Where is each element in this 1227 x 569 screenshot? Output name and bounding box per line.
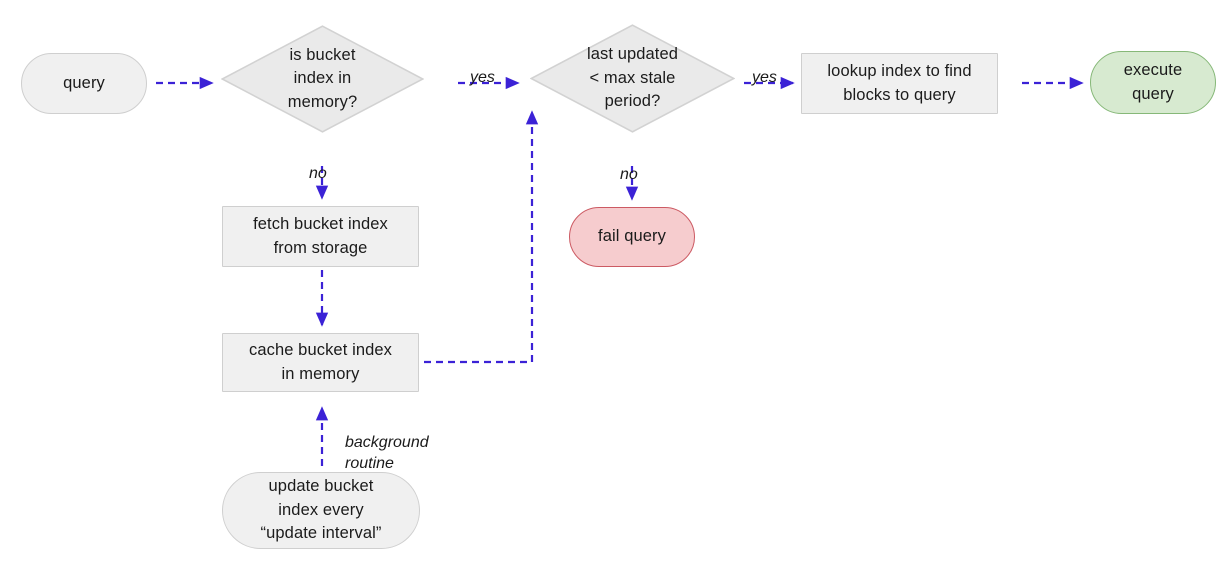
node-is-bucket-index-in-memory-label: is bucket index in memory? [287,45,358,111]
node-query[interactable]: query [21,53,147,114]
diamond-shape [530,24,735,133]
node-lookup-index-label: lookup index to find blocks to query [827,62,972,104]
edge-label-background-routine-text: background routine [345,434,429,473]
edge-label-stale-no-text: no [620,166,638,184]
edge-label-stale-no: no [620,143,638,185]
edge-cache-to-stale-decision [424,110,539,364]
node-cache-bucket-index[interactable]: cache bucket index in memory [222,333,419,392]
node-is-bucket-index-in-memory[interactable]: is bucket index in memory? [221,25,424,133]
node-query-label: query [63,73,105,92]
node-fetch-bucket-index-label: fetch bucket index from storage [253,215,388,257]
node-fail-query-label: fail query [598,227,666,246]
edge-label-memory-yes: yes [470,46,495,88]
node-lookup-index[interactable]: lookup index to find blocks to query [801,53,998,114]
diamond-shape [221,25,424,133]
edge-label-stale-yes-text: yes [752,69,777,87]
edge-label-stale-yes: yes [752,46,777,88]
node-fetch-bucket-index[interactable]: fetch bucket index from storage [222,206,419,267]
edge-label-memory-no: no [309,142,327,184]
node-execute-query[interactable]: execute query [1090,51,1216,114]
edge-label-memory-yes-text: yes [470,69,495,87]
node-cache-bucket-index-label: cache bucket index in memory [248,341,393,383]
node-update-bucket-index[interactable]: update bucket index every “update interv… [222,472,420,549]
edge-label-background-routine: background routine [345,411,429,474]
node-fail-query[interactable]: fail query [569,207,695,267]
edge-label-memory-no-text: no [309,165,327,183]
node-execute-query-label: execute query [1123,61,1183,103]
node-update-bucket-index-label: update bucket index every “update interv… [260,477,382,543]
node-last-updated-max-stale[interactable]: last updated < max stale period? [530,24,735,133]
node-last-updated-max-stale-label: last updated < max stale period? [586,45,679,111]
